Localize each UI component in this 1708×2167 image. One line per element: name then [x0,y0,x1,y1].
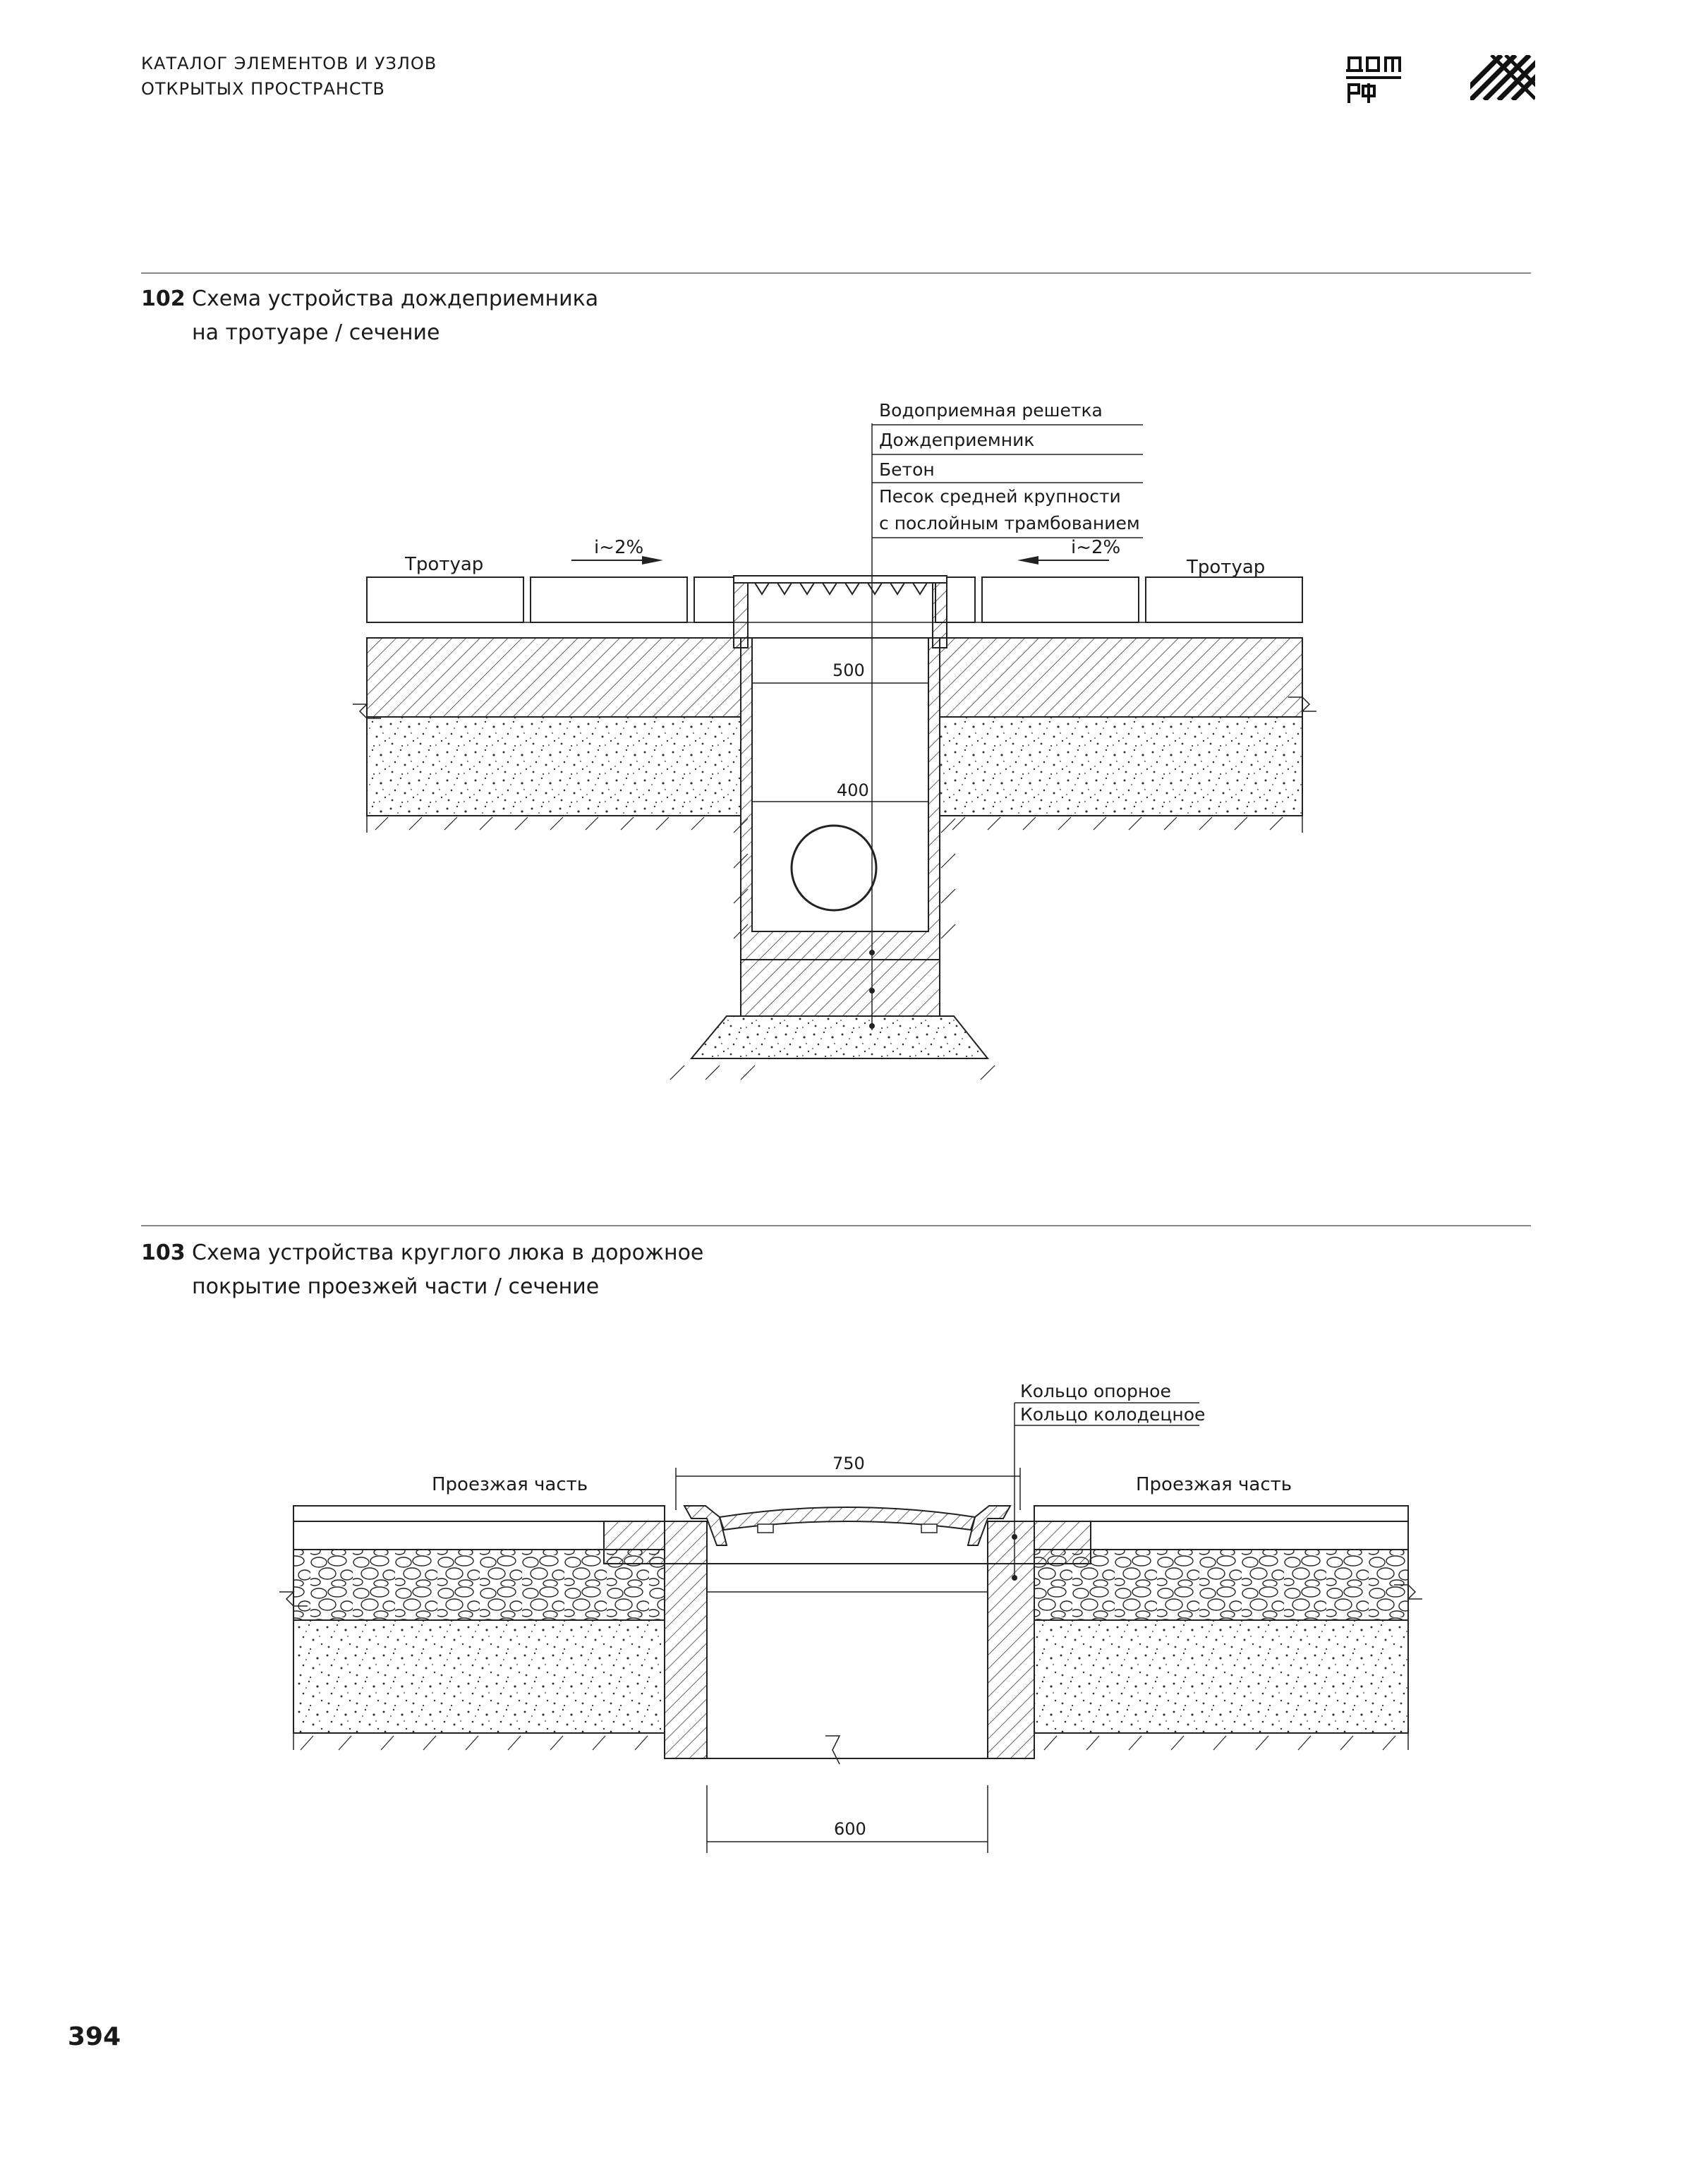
label-inlet: Дождеприемник [879,430,1034,450]
section-title-103-line2: покрытие проезжей части / сечение [192,1274,600,1299]
slope-right-label: i~2% [1071,537,1120,558]
slope-left-label: i~2% [594,537,643,558]
label-sand-2: с послойным трамбованием [879,513,1140,533]
label-ring-well: Кольцо колодецное [1020,1404,1205,1425]
section-number-102: 102 [141,286,186,311]
pattern-logo [1470,55,1535,100]
label-concrete: Бетон [879,459,935,480]
road-right-label: Проезжая часть [1136,1474,1292,1495]
dim-600-label: 600 [834,1819,866,1839]
sidewalk-right-label: Тротуар [1186,557,1265,578]
section-title-102: Схема устройства дождеприемника на троту… [192,282,598,350]
label-sand-1: Песок средней крупности [879,486,1121,507]
section-divider-103 [141,1225,1531,1226]
dim-500-label: 500 [832,660,865,680]
section-title-103: Схема устройства круглого люка в дорожно… [192,1236,703,1304]
section-divider-102 [141,272,1531,274]
page-number: 394 [68,2022,121,2051]
header-line-2: ОТКРЫТЫХ ПРОСТРАНСТВ [141,79,385,99]
sidewalk-left-label: Тротуар [404,554,483,575]
label-grate: Водоприемная решетка [879,400,1103,421]
catalog-header: КАТАЛОГ ЭЛЕМЕНТОВ И УЗЛОВ ОТКРЫТЫХ ПРОСТ… [141,51,437,102]
label-ring-support: Кольцо опорное [1020,1381,1171,1401]
dim-400-label: 400 [837,780,869,800]
section-number-103: 103 [141,1241,186,1265]
drawing-102-storm-inlet: 500 400 Водоприемная решетка Дождеприемн… [353,400,1316,1080]
road-left-label: Проезжая часть [432,1474,588,1495]
section-title-102-line1: Схема устройства дождеприемника [192,286,599,311]
dim-750-label: 750 [832,1454,865,1473]
section-title-102-line2: на тротуаре / сечение [192,320,440,345]
dom-rf-logo [1346,56,1401,103]
header-line-1: КАТАЛОГ ЭЛЕМЕНТОВ И УЗЛОВ [141,54,437,73]
drawing-103-manhole: 750 600 Кольцо опорное Кольцо колодецное… [279,1381,1422,1853]
section-title-103-line1: Схема устройства круглого люка в дорожно… [192,1241,704,1265]
